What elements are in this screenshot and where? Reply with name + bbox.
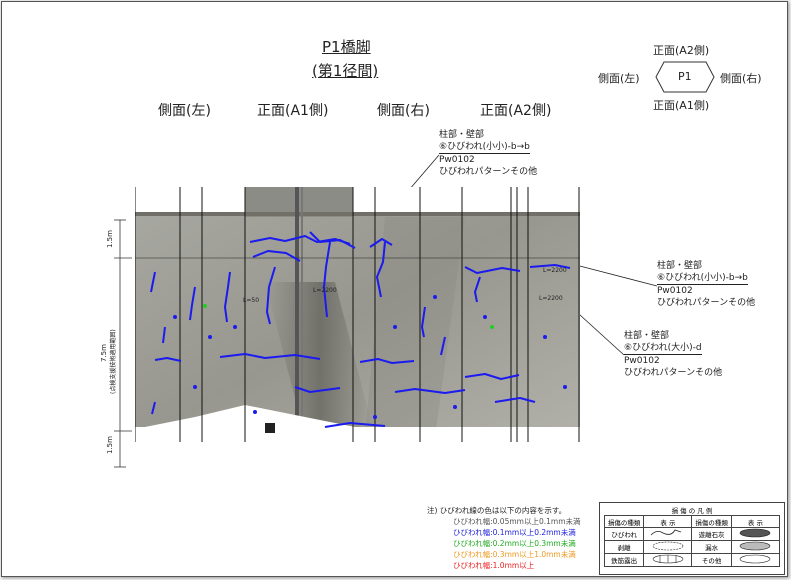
dim-top: 1.5m <box>106 230 114 248</box>
crack-color-note: 注) ひびわれ線の色は以下の内容を示す。 ひびわれ幅:0.05mm以上0.1mm… <box>427 505 581 571</box>
pier-photo-canvas <box>135 187 580 442</box>
crack-lines <box>150 231 571 428</box>
callout-1: 柱部・壁部 ⑥ひびわれ(小小)-b→b Pw0102 ひびわれパターンその他 <box>439 130 538 177</box>
callout-2: 柱部・壁部 ⑥ひびわれ(小小)-b→b Pw0102 ひびわれパターンその他 <box>657 261 756 308</box>
leakage-symbol-icon <box>740 541 771 551</box>
crack-note-item: ひびわれ幅:0.1mm以上0.2mm未満 <box>453 528 576 537</box>
crack-symbol-icon <box>650 529 682 536</box>
face-label-left: 側面(左) <box>158 103 211 119</box>
keyplan-center-label: P1 <box>678 70 692 83</box>
crack-note-item: ひびわれ幅:1.0mm以上 <box>453 561 535 570</box>
legend-table: 損傷の種類 表 示 損傷の種類 表 示 ひびわれ 遊離石灰 剥離 漏水 鉄筋露出 <box>603 515 781 567</box>
pier-photo: L=50 L=2200 L=2200 L=2200 <box>135 187 580 442</box>
crack-note-item: ひびわれ幅:0.05mm以上0.1mm未満 <box>453 517 581 526</box>
crack-note-items: ひびわれ幅:0.05mm以上0.1mm未満ひびわれ幅:0.1mm以上0.2mm未… <box>427 516 581 571</box>
keyplan-top-label: 正面(A2側) <box>653 44 710 57</box>
dim-middle: 7.5m <box>100 344 108 362</box>
crack-note-item: ひびわれ幅:0.3mm以上1.0mm未満 <box>453 550 576 559</box>
drawing-title: P1橋脚 <box>322 38 371 56</box>
photo-label-2: L=2200 <box>313 287 337 294</box>
dim-middle-sub: (点検支援技術適用範囲) <box>110 329 117 394</box>
spalling-symbol-icon <box>652 541 684 551</box>
photo-label-1: L=50 <box>243 297 260 304</box>
face-label-a1: 正面(A1側) <box>257 103 329 119</box>
keyplan-pier-hexagon <box>655 61 715 93</box>
face-label-right: 側面(右) <box>377 103 430 119</box>
other-symbol-icon <box>740 554 771 564</box>
legend-title: 損 傷 の 凡 例 <box>671 507 713 515</box>
panel-separators <box>135 187 580 442</box>
drawing-subtitle: (第1径間) <box>312 62 379 80</box>
keyplan-right-label: 側面(右) <box>720 72 762 85</box>
rebar-exposure-symbol-icon <box>652 554 684 564</box>
dim-bottom: 1.5m <box>106 436 114 454</box>
keyplan-left-label: 側面(左) <box>598 72 640 85</box>
crack-note-heading: 注) ひびわれ線の色は以下の内容を示す。 <box>427 506 567 515</box>
efflorescence-symbol-icon <box>740 528 771 538</box>
keyplan-bottom-label: 正面(A1側) <box>653 99 710 112</box>
damage-legend: 損 傷 の 凡 例 損傷の種類 表 示 損傷の種類 表 示 ひびわれ 遊離石灰 … <box>599 502 785 575</box>
photo-label-3: L=2200 <box>543 267 567 274</box>
photo-label-4: L=2200 <box>539 295 563 302</box>
face-label-a2: 正面(A2側) <box>480 103 552 119</box>
crack-note-item: ひびわれ幅:0.2mm以上0.3mm未満 <box>453 539 576 548</box>
callout-3: 柱部・壁部 ⑥ひびわれ(大小)-d Pw0102 ひびわれパターンその他 <box>624 331 723 378</box>
